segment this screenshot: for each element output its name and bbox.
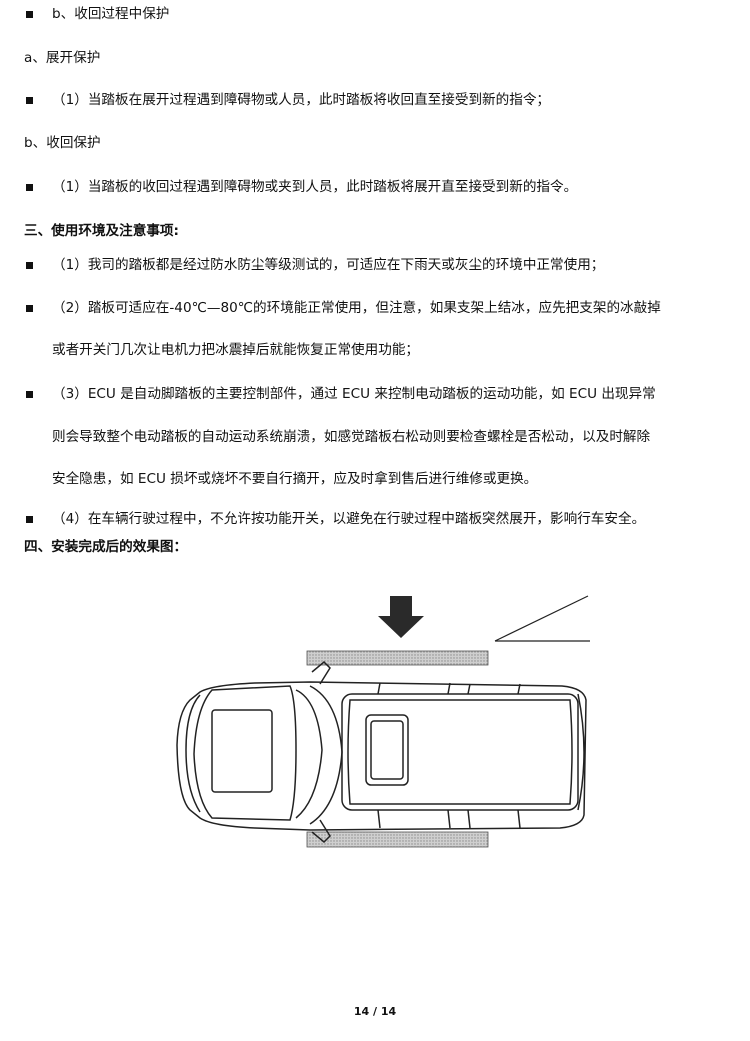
- line-deploy-protection-1: （1）当踏板在展开过程遇到障碍物或人员，此时踏板将收回直至接受到新的指令；: [52, 92, 551, 108]
- bullet-icon: [26, 516, 33, 523]
- down-arrow-icon: [378, 596, 424, 638]
- line-env-4: （4）在车辆行驶过程中，不允许按功能开关，以避免在行驶过程中踏板突然展开，影响行…: [52, 511, 646, 527]
- section-heading-3: 三、使用环境及注意事项:: [24, 223, 179, 239]
- line-env-1: （1）我司的踏板都是经过防水防尘等级测试的，可适应在下雨天或灰尘的环境中正常使用…: [52, 257, 605, 273]
- running-board-top: [306, 650, 489, 666]
- running-board-bottom: [306, 831, 489, 848]
- bullet-icon: [26, 262, 33, 269]
- bullet-icon: [26, 305, 33, 312]
- bullet-icon: [26, 97, 33, 104]
- line-b-retract-protection-2: b、收回保护: [24, 135, 101, 151]
- line-a-deploy-protection: a、展开保护: [24, 50, 101, 66]
- sensor-beam: [494, 595, 590, 642]
- line-b-retract-protection: b、收回过程中保护: [52, 6, 170, 22]
- car-top-view: [176, 660, 587, 844]
- line-env-3-cont: 则会导致整个电动踏板的自动运动系统崩溃，如感觉踏板右松动则要检查螺栓是否松动，以…: [52, 429, 651, 445]
- line-env-3: （3）ECU 是自动脚踏板的主要控制部件，通过 ECU 来控制电动踏板的运动功能…: [52, 386, 656, 402]
- line-env-3-cont2: 安全隐患，如 ECU 损坏或烧坏不要自行摘开，应及时拿到售后进行维修或更换。: [52, 471, 538, 487]
- bullet-icon: [26, 184, 33, 191]
- section-heading-4: 四、安装完成后的效果图：: [24, 539, 188, 555]
- page-number: 14 / 14: [353, 1005, 397, 1018]
- bullet-icon: [26, 391, 33, 398]
- line-env-2-cont: 或者开关门几次让电机力把冰震掉后就能恢复正常使用功能；: [52, 342, 420, 358]
- line-retract-protection-1: （1）当踏板的收回过程遇到障碍物或夹到人员，此时踏板将展开直至接受到新的指令。: [52, 179, 578, 195]
- bullet-icon: [26, 11, 33, 18]
- line-env-2: （2）踏板可适应在-40℃—80℃的环境能正常使用，但注意，如果支架上结冰，应先…: [52, 300, 661, 316]
